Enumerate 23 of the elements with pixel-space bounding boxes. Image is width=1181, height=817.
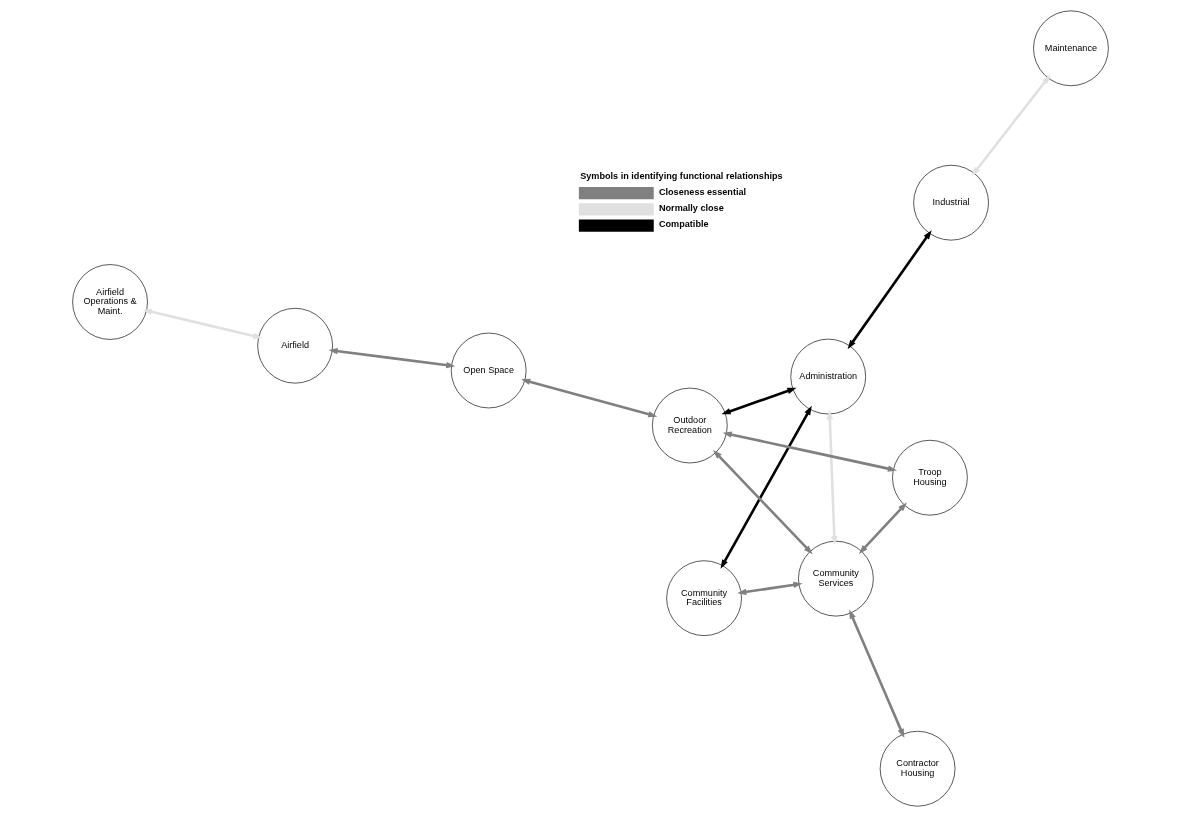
arrow [713, 449, 813, 555]
label: Symbols in identifying functional relationships [580, 170, 783, 181]
legend-label: Closeness essential [658, 186, 747, 197]
node-circle: Airfield Operations & Maint. [72, 264, 148, 340]
legend-label: Normally close [658, 203, 724, 214]
node-circle: Troop Housing [892, 439, 968, 516]
node-circle: Community Services [798, 540, 874, 617]
arrow [971, 74, 1051, 177]
arrow [849, 609, 905, 738]
node-circle: Airfield [257, 307, 333, 384]
legend-label: Compatible [658, 219, 709, 230]
arrow [847, 230, 932, 350]
arrow [722, 431, 898, 472]
arrow [858, 502, 907, 554]
node-circle: Outdoor Recreation [652, 387, 728, 464]
node-circle: Open Space [450, 332, 527, 409]
arrow [737, 581, 803, 596]
arrow [521, 378, 658, 418]
arrow [721, 387, 797, 415]
arrow [826, 410, 838, 546]
arrow [142, 308, 263, 339]
arrow [328, 348, 456, 369]
arrow [720, 405, 812, 569]
